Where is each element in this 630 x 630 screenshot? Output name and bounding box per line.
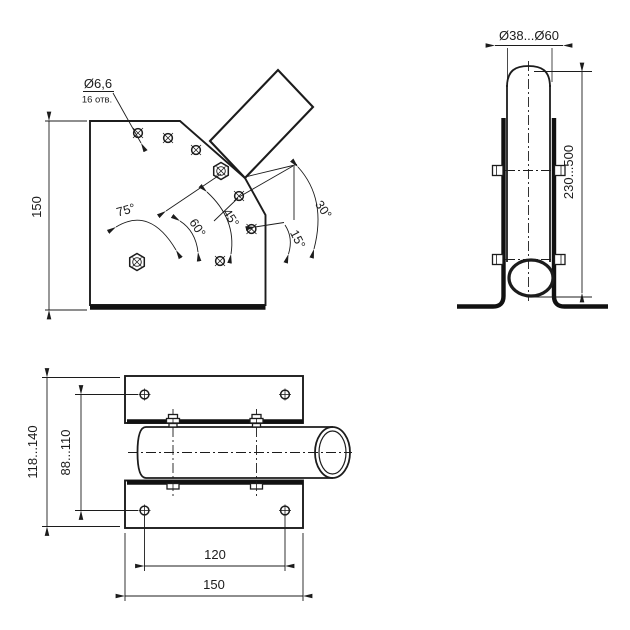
bolt-span-dim-label: 88...110 xyxy=(58,429,73,475)
bolt-span-dimension: 88...110 xyxy=(58,385,138,520)
front-height-dim-label: 150 xyxy=(29,196,44,218)
clamp-bolt xyxy=(491,253,504,266)
angle-75-label: 75° xyxy=(115,201,137,220)
front-height-dimension: 150 xyxy=(29,111,87,320)
pole-pipe-end xyxy=(507,258,555,298)
top-view: 118...140 88...110 120 150 xyxy=(25,368,352,601)
pipe-diameter-range-label: Ø38...Ø60 xyxy=(499,28,559,43)
clamp-plate-upper xyxy=(124,375,304,424)
mounting-hole xyxy=(162,132,174,144)
pipe-stub xyxy=(208,68,315,180)
front-view: 150 Ø6,6 16 отв. 75° 60° 45° 30° 15° xyxy=(29,68,334,320)
clamp-hole xyxy=(279,388,291,401)
clamp-bolt xyxy=(553,253,566,266)
hole-leader-line xyxy=(112,92,148,153)
pipe-diameter-dimension: Ø38...Ø60 xyxy=(485,28,573,82)
mounting-hole xyxy=(233,190,245,202)
plate-width-dimension: 150 xyxy=(115,533,313,601)
clamp-plate-right xyxy=(551,118,608,309)
hole-callout: Ø6,6 16 отв. xyxy=(82,76,148,153)
hex-bolt-lower xyxy=(128,252,146,272)
clamp-bolt xyxy=(249,413,264,428)
hole-span-dim-label: 120 xyxy=(204,547,226,562)
angle-30-label: 30° xyxy=(312,198,334,222)
clamp-plate-lower xyxy=(124,479,304,529)
clamp-outer-dimension: 118...140 xyxy=(25,368,120,536)
hex-bolt-upper xyxy=(212,161,230,181)
clamp-bolt xyxy=(553,164,566,177)
clamp-outer-dim-label: 118...140 xyxy=(25,425,40,478)
clamp-plate-left xyxy=(457,118,506,309)
clamp-bolt xyxy=(165,413,181,428)
clamp-hole xyxy=(138,388,151,401)
clamp-bolt xyxy=(491,164,504,177)
insertion-depth-dimension: 230...500 xyxy=(531,62,592,303)
hole-count-label: 16 отв. xyxy=(82,95,112,106)
insertion-depth-label: 230...500 xyxy=(561,145,576,199)
side-view: Ø38...Ø60 230...500 xyxy=(457,28,608,309)
mounting-hole xyxy=(190,144,202,156)
plate-width-dim-label: 150 xyxy=(203,577,225,592)
clamp-hole xyxy=(279,504,291,517)
hole-diameter-label: Ø6,6 xyxy=(84,76,112,91)
clamp-bolt xyxy=(249,482,264,490)
clamp-bolt xyxy=(166,482,180,490)
clamp-hole xyxy=(138,504,151,517)
hole-span-dimension: 120 xyxy=(135,516,295,571)
